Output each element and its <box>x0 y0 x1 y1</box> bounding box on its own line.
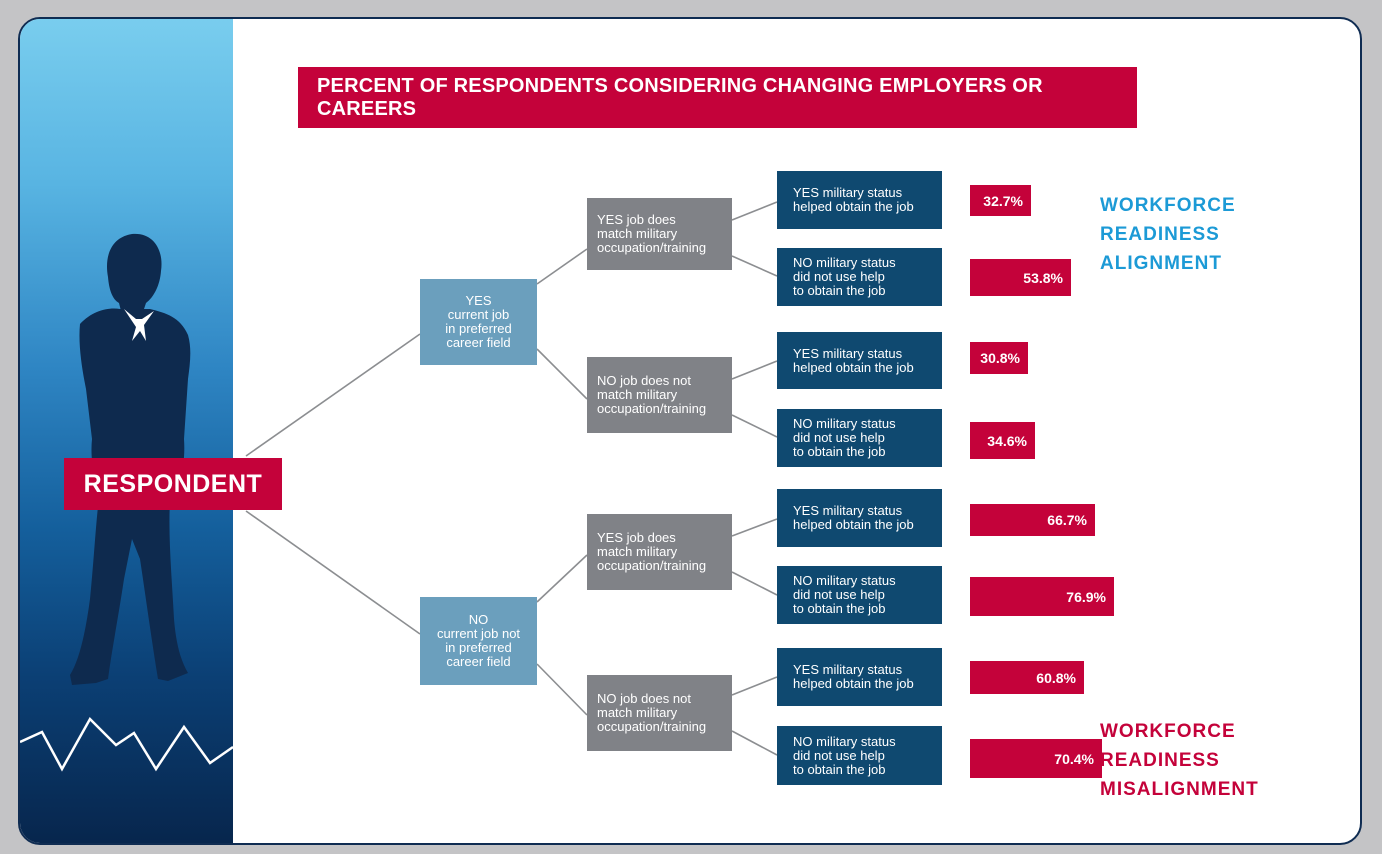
side-panel <box>20 19 233 843</box>
respondent-node: RESPONDENT <box>64 458 282 510</box>
misalignment-line: READINESS <box>1100 750 1220 771</box>
node-yes-military-helped: YES military status helped obtain the jo… <box>777 332 942 389</box>
node-yes-military-helped: YES military status helped obtain the jo… <box>777 648 942 706</box>
node-yes-match-training: YES job does match military occupation/t… <box>587 198 732 270</box>
node-yes-preferred-field: YES current job in preferred career fiel… <box>420 279 537 365</box>
node-no-preferred-field: NO current job not in preferred career f… <box>420 597 537 685</box>
node-yes-military-helped: YES military status helped obtain the jo… <box>777 171 942 229</box>
node-no-match-training: NO job does not match military occupatio… <box>587 357 732 433</box>
percent-bar: 76.9% <box>970 577 1114 616</box>
percent-bar: 70.4% <box>970 739 1102 778</box>
tree-connector-lines <box>245 201 778 756</box>
workforce-readiness-alignment-label: WORKFORCE READINESS ALIGNMENT <box>1100 191 1236 278</box>
alignment-line: WORKFORCE <box>1100 195 1236 216</box>
node-no-military-help: NO military status did not use help to o… <box>777 566 942 624</box>
percent-bar: 66.7% <box>970 504 1095 536</box>
misalignment-line: MISALIGNMENT <box>1100 779 1259 800</box>
workforce-readiness-misalignment-label: WORKFORCE READINESS MISALIGNMENT <box>1100 717 1259 804</box>
percent-bar: 32.7% <box>970 185 1031 216</box>
percent-bar: 34.6% <box>970 422 1035 459</box>
infographic-frame: PERCENT OF RESPONDENTS CONSIDERING CHANG… <box>18 17 1362 845</box>
percent-bar: 60.8% <box>970 661 1084 694</box>
chart-title: PERCENT OF RESPONDENTS CONSIDERING CHANG… <box>298 67 1137 128</box>
node-yes-military-helped: YES military status helped obtain the jo… <box>777 489 942 547</box>
alignment-line: READINESS <box>1100 224 1220 245</box>
node-yes-match-training: YES job does match military occupation/t… <box>587 514 732 590</box>
node-no-military-help: NO military status did not use help to o… <box>777 248 942 306</box>
percent-bar: 53.8% <box>970 259 1071 296</box>
node-no-military-help: NO military status did not use help to o… <box>777 726 942 785</box>
misalignment-line: WORKFORCE <box>1100 721 1236 742</box>
node-no-match-training: NO job does not match military occupatio… <box>587 675 732 751</box>
percent-bar: 30.8% <box>970 342 1028 374</box>
alignment-line: ALIGNMENT <box>1100 253 1222 274</box>
node-no-military-help: NO military status did not use help to o… <box>777 409 942 467</box>
trend-zigzag-line <box>20 716 233 772</box>
